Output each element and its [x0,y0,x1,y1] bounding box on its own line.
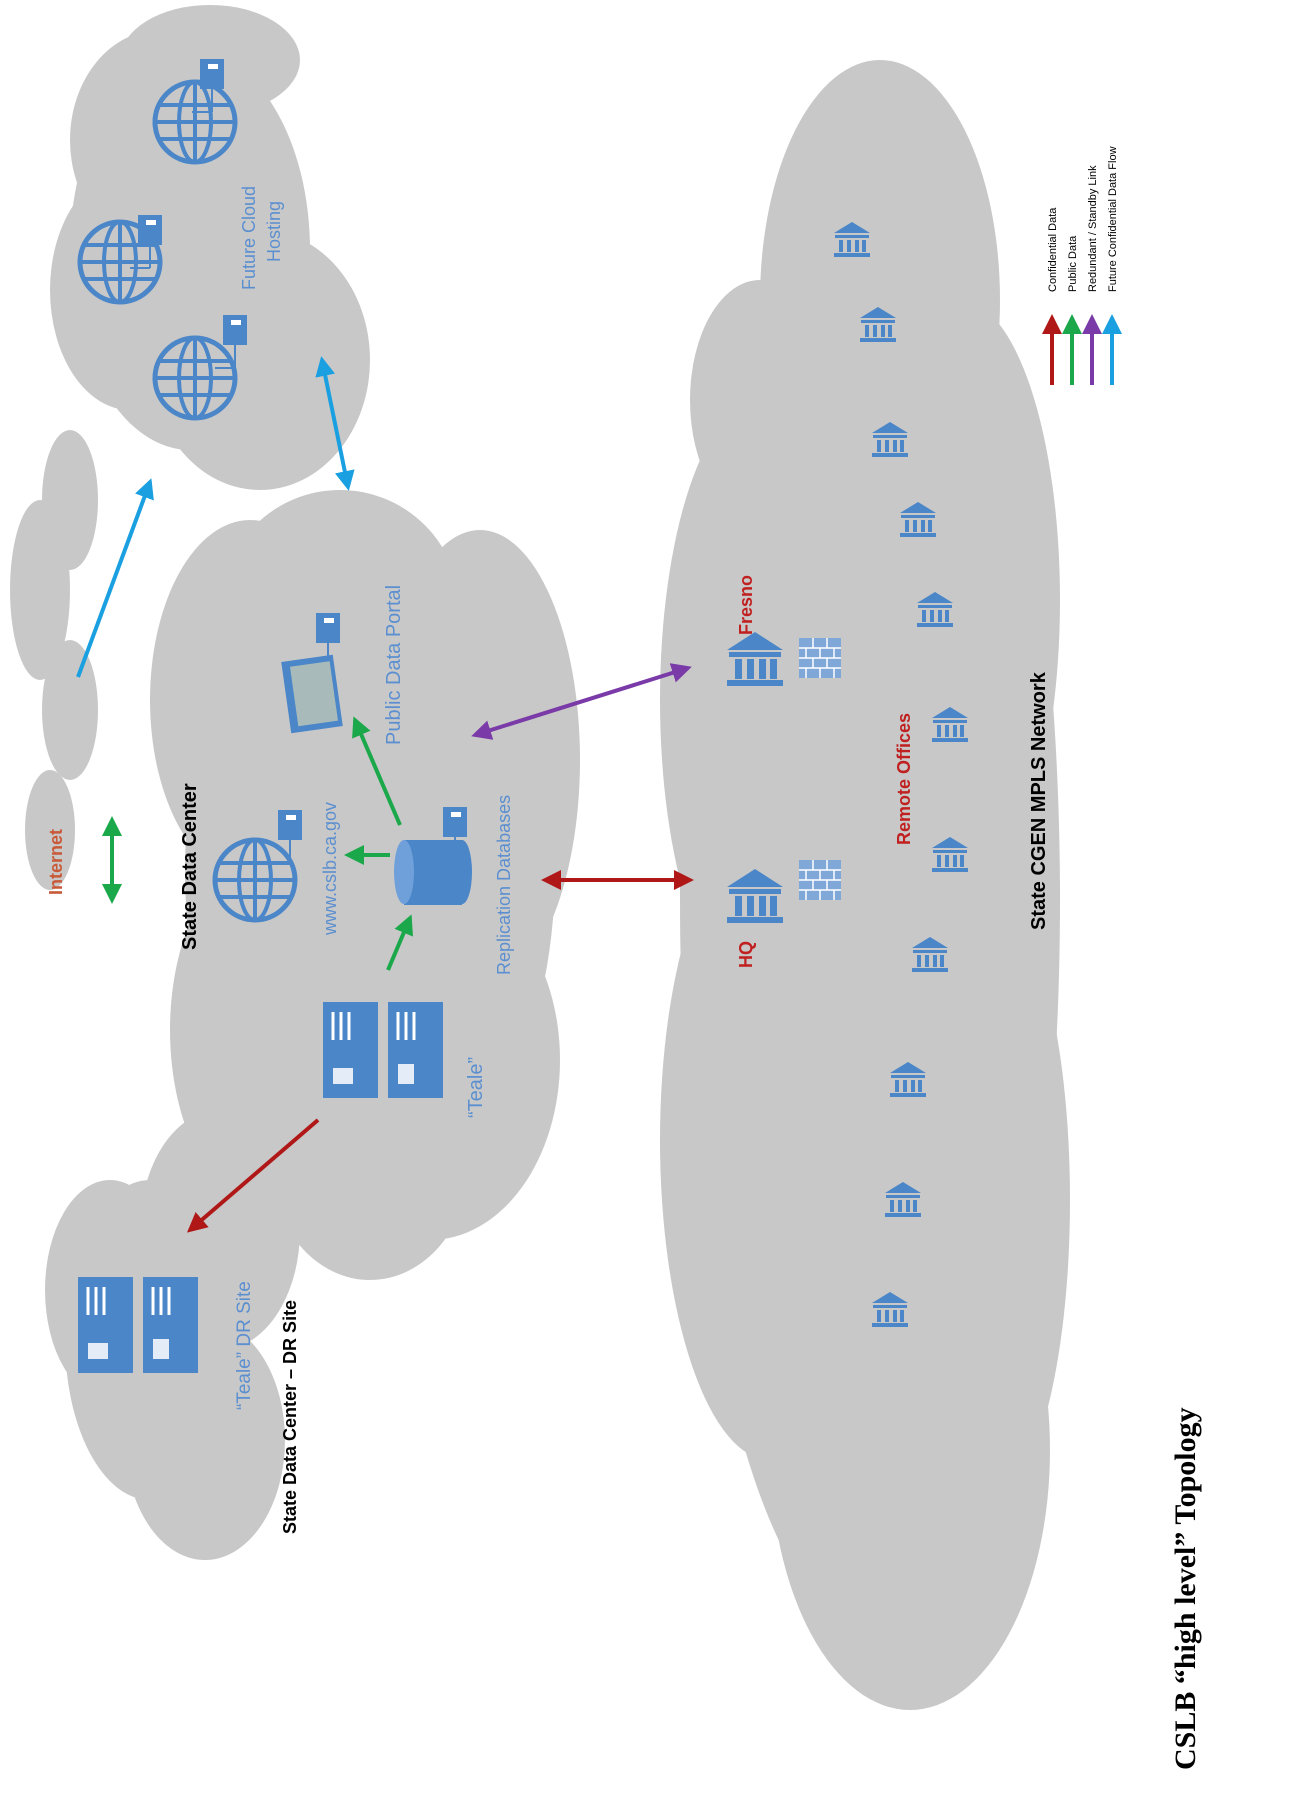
public-portal-label: Public Data Portal [383,585,405,745]
hq-label: HQ [736,941,756,968]
fresno-firewall-icon [798,637,842,679]
legend-label-future: Future Confidential Data Flow [1107,146,1119,292]
internet-to-cloud-arrow [76,478,154,678]
legend: Confidential Data Public Data Redundant … [1042,146,1122,385]
datacenter-fresno-arrow [471,663,692,740]
hq-firewall-icon [798,859,842,901]
state-data-center-label: State Data Center [179,783,201,950]
internet-cloud [10,430,98,890]
remote-offices-label: Remote Offices [894,713,914,845]
db-to-portal-arrow [352,716,402,826]
datacenter-cloud-arrow [315,356,355,491]
legend-label-redundant: Redundant / Standby Link [1087,165,1099,292]
website-globe-icon [215,840,295,920]
state-data-center-icons [215,612,472,1100]
replication-label: Replication Databases [494,795,514,975]
teale-to-dr-arrow [186,1118,320,1233]
legend-label-confidential: Confidential Data [1047,207,1059,292]
mpls-cloud [660,60,1070,1710]
teale-to-db-arrow [386,914,413,971]
mpls-label: State CGEN MPLS Network [1028,671,1050,930]
dr-site-label: State Data Center – DR Site [280,1300,300,1534]
future-cloud-label-line1: Future Cloud [239,186,259,290]
page-title: CSLB “high level” Topology [1169,1407,1202,1770]
legend-label-public: Public Data [1067,235,1079,292]
teale-label: “Teale” [465,1057,487,1118]
portal-book-icon [281,654,343,734]
fresno-label: Fresno [736,575,756,635]
future-cloud-label-line2: Hosting [264,201,284,262]
teale-dr-label: “Teale” DR Site [234,1281,255,1410]
dr-site-cloud [45,1110,300,1560]
website-label: www.cslb.ca.gov [320,802,340,936]
database-icon [394,840,472,905]
internet-label: Internet [46,829,66,895]
